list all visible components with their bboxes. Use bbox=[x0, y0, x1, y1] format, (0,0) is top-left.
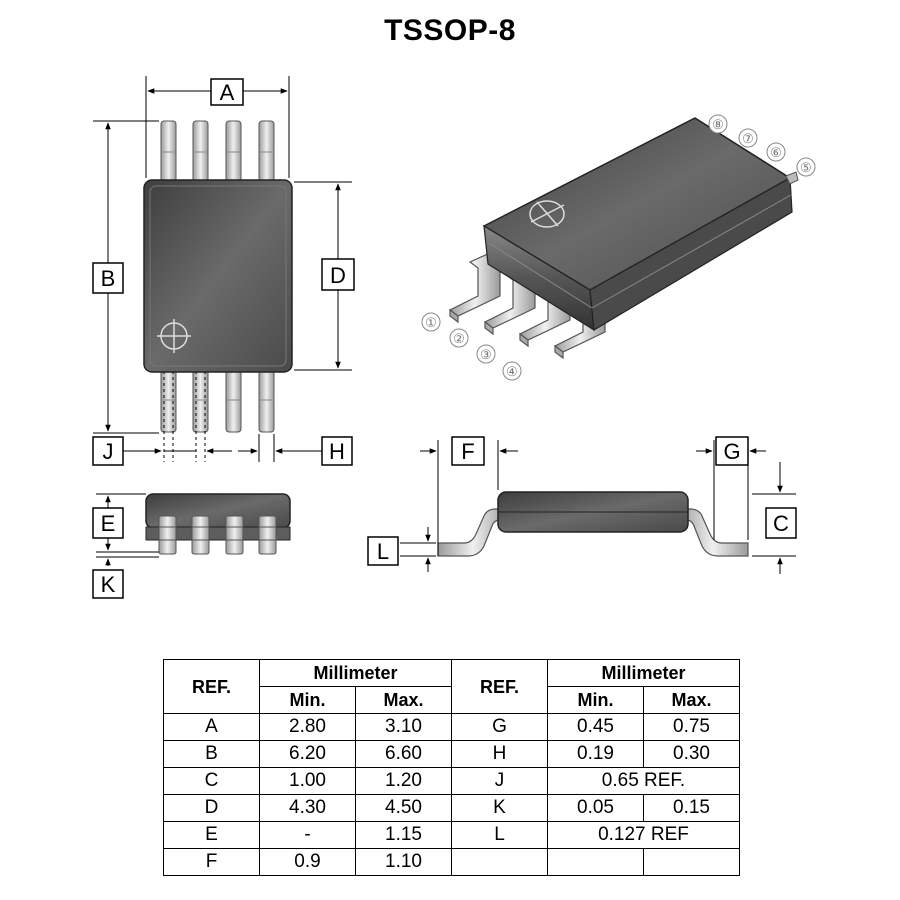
table-row: F 0.9 1.10 bbox=[163, 848, 740, 876]
label-K: K bbox=[101, 572, 116, 597]
table-header-row: REF. Millimeter REF. Millimeter bbox=[163, 659, 740, 714]
dim-E: E bbox=[92, 493, 159, 553]
top-view: A B D J bbox=[92, 76, 355, 466]
label-J: J bbox=[103, 439, 114, 464]
pin-number-3: ③ bbox=[480, 347, 492, 362]
dim-L: L bbox=[367, 527, 436, 572]
dim-A: A bbox=[145, 76, 290, 178]
max-cell: 6.60 bbox=[355, 740, 452, 768]
top-view-lower-leads bbox=[160, 365, 275, 462]
iso-pin1-marker-icon bbox=[529, 200, 565, 228]
ref-cell: K bbox=[451, 794, 548, 822]
min-cell: 2.80 bbox=[259, 713, 356, 741]
pin-number-5: ⑤ bbox=[800, 160, 812, 175]
iso-back-leads bbox=[785, 171, 799, 185]
label-B: B bbox=[101, 266, 116, 291]
top-view-body bbox=[143, 179, 293, 373]
table-row: A 2.80 3.10 G 0.45 0.75 bbox=[163, 713, 740, 741]
ref-cell: J bbox=[451, 767, 548, 795]
dim-B: B bbox=[92, 120, 159, 434]
unit-header: Millimeter bbox=[547, 659, 740, 687]
ref-cell: L bbox=[451, 821, 548, 849]
pin-number-6: ⑥ bbox=[770, 145, 782, 160]
label-G: G bbox=[723, 439, 740, 464]
ref-cell bbox=[451, 848, 548, 876]
table-row: C 1.00 1.20 J 0.65 REF. bbox=[163, 767, 740, 795]
dimension-table: REF. Millimeter REF. Millimeter Min. Max… bbox=[163, 659, 740, 876]
max-cell: 1.15 bbox=[355, 821, 452, 849]
max-cell: 4.50 bbox=[355, 794, 452, 822]
label-D: D bbox=[330, 263, 346, 288]
iso-body-side bbox=[589, 177, 793, 331]
package-drawing: A B D J bbox=[92, 76, 816, 599]
ref-cell: E bbox=[163, 821, 260, 849]
ref-value-cell: 0.65 REF. bbox=[547, 767, 740, 795]
max-header: Max. bbox=[355, 686, 452, 714]
label-H: H bbox=[329, 439, 345, 464]
min-cell: 0.05 bbox=[547, 794, 644, 822]
ref-header: REF. bbox=[451, 659, 548, 714]
min-cell: - bbox=[259, 821, 356, 849]
max-cell: 3.10 bbox=[355, 713, 452, 741]
unit-header: Millimeter bbox=[259, 659, 452, 687]
package-title: TSSOP-8 bbox=[384, 14, 516, 47]
max-cell bbox=[643, 848, 740, 876]
pin-number-1: ① bbox=[425, 315, 437, 330]
table-row: E - 1.15 L 0.127 REF bbox=[163, 821, 740, 849]
ref-header: REF. bbox=[163, 659, 260, 714]
dim-F: F bbox=[420, 436, 518, 556]
pin-number-8: ⑧ bbox=[712, 117, 724, 132]
dim-H: H bbox=[238, 434, 353, 466]
max-cell: 0.75 bbox=[643, 713, 740, 741]
min-cell: 0.45 bbox=[547, 713, 644, 741]
isometric-view: ① ② ③ ④ ⑤ ⑥ ⑦ ⑧ bbox=[421, 114, 816, 381]
label-E: E bbox=[101, 511, 116, 536]
ref-cell: B bbox=[163, 740, 260, 768]
pin1-marker-icon bbox=[157, 319, 191, 353]
table-subheader-row: Min. Max. Min. Max. bbox=[164, 686, 740, 714]
table-row: D 4.30 4.50 K 0.05 0.15 bbox=[163, 794, 740, 822]
ref-cell: G bbox=[451, 713, 548, 741]
pin-number-4: ④ bbox=[506, 364, 518, 379]
min-cell: 4.30 bbox=[259, 794, 356, 822]
ref-cell: D bbox=[163, 794, 260, 822]
min-header: Min. bbox=[259, 686, 356, 714]
max-cell: 1.20 bbox=[355, 767, 452, 795]
label-F: F bbox=[461, 439, 474, 464]
dim-D: D bbox=[294, 181, 355, 371]
ref-cell: F bbox=[163, 848, 260, 876]
min-cell bbox=[547, 848, 644, 876]
max-cell: 1.10 bbox=[355, 848, 452, 876]
top-view-upper-leads bbox=[160, 120, 275, 184]
min-header: Min. bbox=[547, 686, 644, 714]
ref-cell: A bbox=[163, 713, 260, 741]
label-C: C bbox=[773, 511, 789, 536]
max-header: Max. bbox=[643, 686, 740, 714]
max-cell: 0.30 bbox=[643, 740, 740, 768]
min-cell: 1.00 bbox=[259, 767, 356, 795]
side-view: F G C L bbox=[367, 436, 797, 574]
label-A: A bbox=[220, 80, 235, 105]
table-row: B 6.20 6.60 H 0.19 0.30 bbox=[163, 740, 740, 768]
min-cell: 6.20 bbox=[259, 740, 356, 768]
min-cell: 0.9 bbox=[259, 848, 356, 876]
dim-J: J bbox=[92, 436, 232, 466]
label-L: L bbox=[377, 539, 389, 564]
pin-number-7: ⑦ bbox=[742, 131, 754, 146]
dim-G: G bbox=[696, 436, 766, 540]
dim-C: C bbox=[752, 462, 797, 574]
max-cell: 0.15 bbox=[643, 794, 740, 822]
pin-numbers: ① ② ③ ④ ⑤ ⑥ ⑦ ⑧ bbox=[421, 114, 816, 381]
ref-cell: H bbox=[451, 740, 548, 768]
min-cell: 0.19 bbox=[547, 740, 644, 768]
end-view: E K bbox=[92, 493, 291, 599]
ref-value-cell: 0.127 REF bbox=[547, 821, 740, 849]
pin-number-2: ② bbox=[453, 331, 465, 346]
ref-cell: C bbox=[163, 767, 260, 795]
dim-K: K bbox=[92, 556, 159, 599]
